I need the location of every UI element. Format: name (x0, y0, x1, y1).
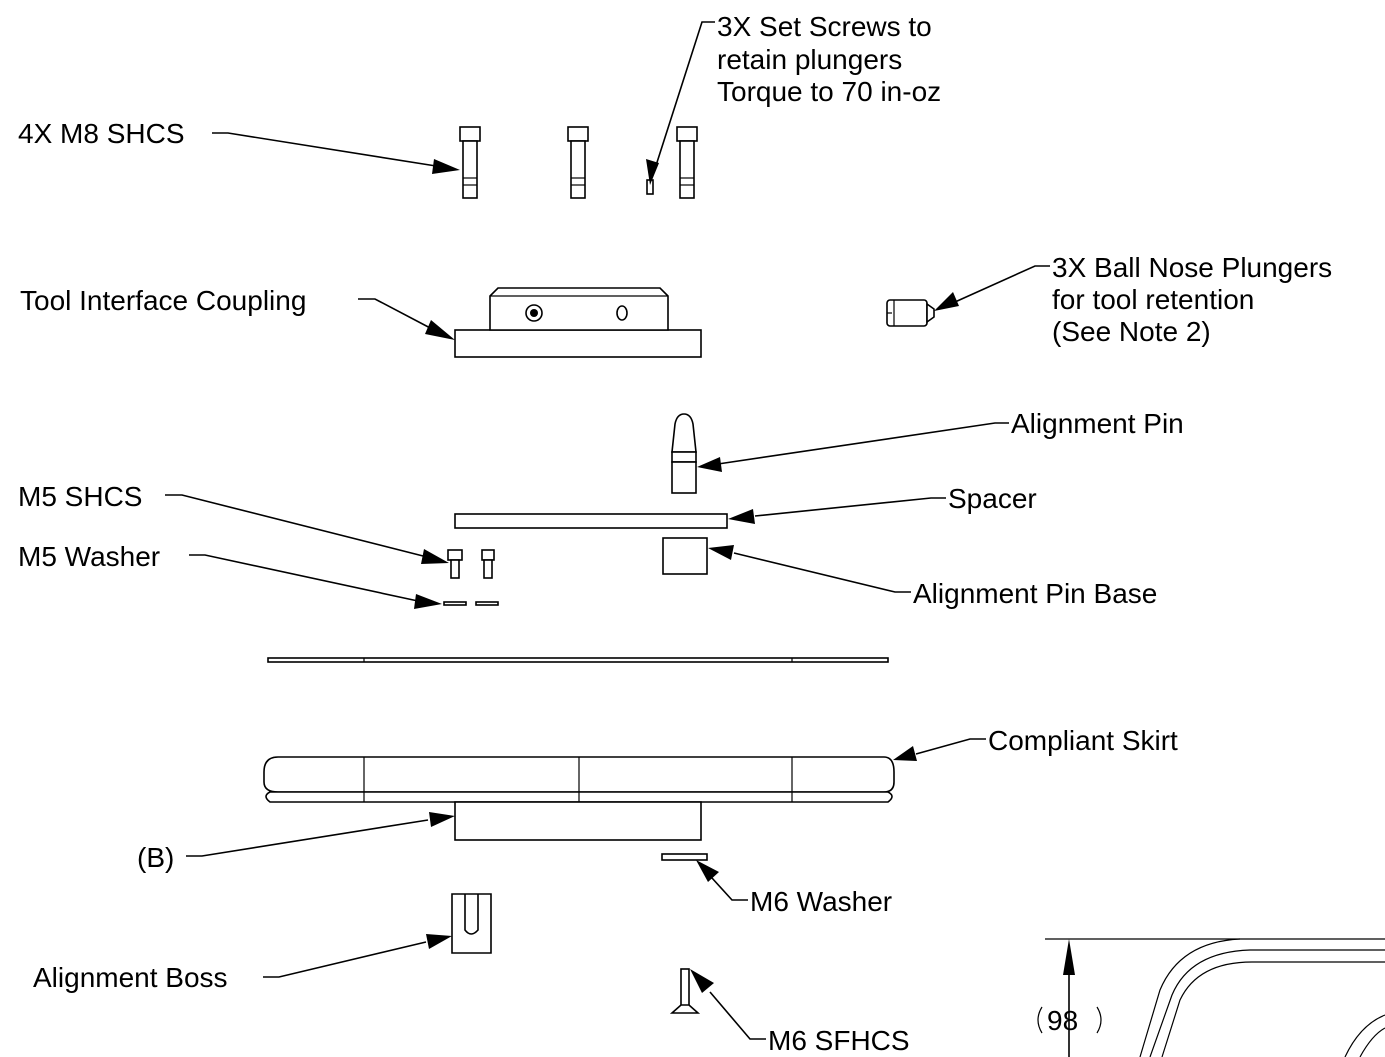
m8-shcs-screw (567, 126, 589, 199)
compliant-skirt-label: Compliant Skirt (988, 725, 1178, 756)
detail-view-partial (1045, 938, 1385, 1057)
m8-shcs-label: 4X M8 SHCS (18, 118, 185, 149)
hub-b (454, 801, 702, 841)
m5-washer-label: M5 Washer (18, 541, 160, 572)
alignment-pin-base (662, 537, 708, 575)
alignment-pin (671, 413, 697, 494)
spacer (454, 513, 728, 529)
dimension-value: 98 (1047, 1005, 1078, 1036)
m5-shcs-screw (447, 549, 463, 579)
set-screws-label-line3: Torque to 70 in-oz (717, 76, 941, 107)
m6-washer-label: M6 Washer (750, 886, 892, 917)
tool-interface-coupling-label: Tool Interface Coupling (20, 285, 306, 316)
m8-shcs-screw (676, 126, 698, 199)
m6-washer (661, 853, 708, 861)
alignment-boss-label: Alignment Boss (33, 962, 228, 993)
tool-interface-coupling (454, 287, 702, 358)
m5-washer (443, 601, 467, 606)
compliant-skirt (263, 756, 895, 803)
b-reference-label: (B) (137, 842, 174, 873)
m6-sfhcs-screw (669, 968, 701, 1014)
ball-plungers-label-line1: 3X Ball Nose Plungers (1052, 252, 1332, 283)
ball-plungers-label-line2: for tool retention (1052, 284, 1254, 315)
thin-plate (267, 657, 889, 663)
alignment-boss (451, 893, 492, 954)
m5-shcs-label: M5 SHCS (18, 481, 142, 512)
dimension-98: 98 (1037, 1005, 1102, 1036)
ball-plungers-label-line3: (See Note 2) (1052, 316, 1211, 347)
m8-shcs-screw (459, 126, 481, 199)
alignment-pin-label: Alignment Pin (1011, 408, 1184, 439)
ball-nose-plunger (886, 299, 935, 327)
m5-shcs-screw (481, 549, 495, 579)
m6-sfhcs-label: M6 SFHCS (768, 1025, 910, 1056)
spacer-label: Spacer (948, 483, 1037, 514)
m5-washer (475, 601, 499, 606)
alignment-pin-base-label: Alignment Pin Base (913, 578, 1157, 609)
set-screws-label-line2: retain plungers (717, 44, 902, 75)
set-screws-label-line1: 3X Set Screws to (717, 11, 932, 42)
